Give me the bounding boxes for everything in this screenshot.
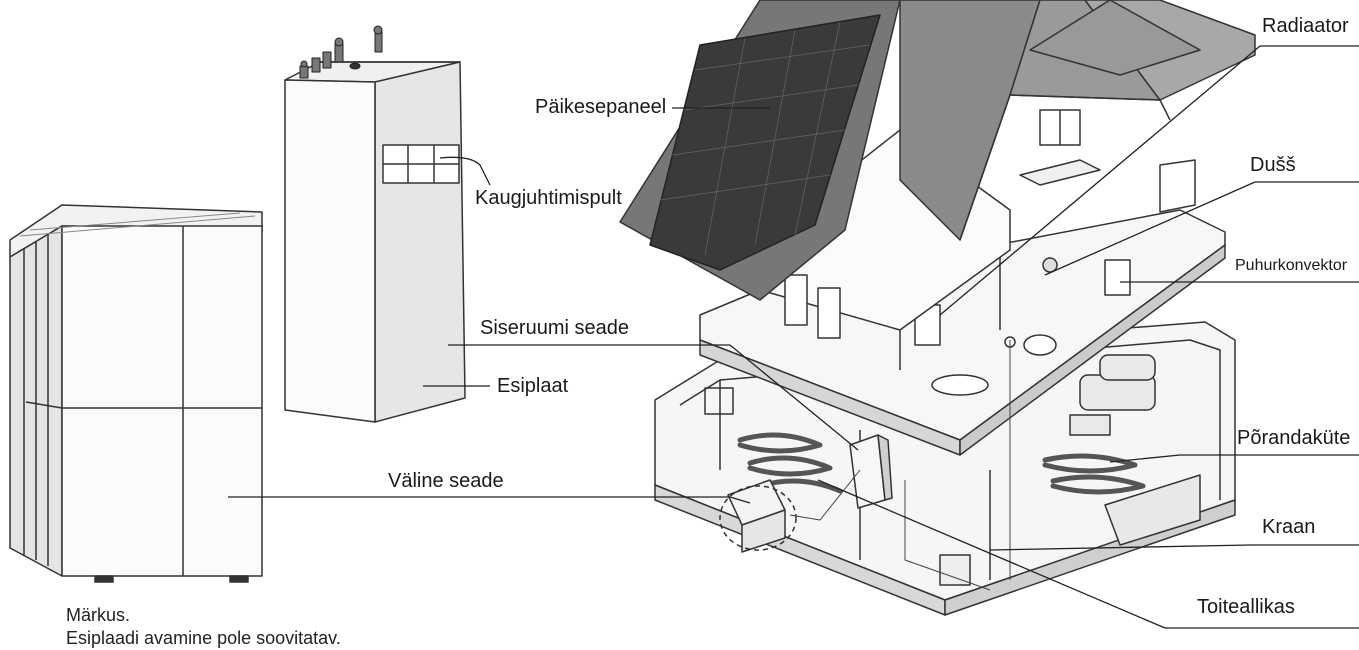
outdoor-unit-illustration: [9, 204, 263, 583]
front-panel-label: Esiplaat: [497, 375, 569, 397]
tap-label: Kraan: [1262, 516, 1316, 538]
fan-coil-label: Puhurkonvektor: [1235, 257, 1348, 274]
outdoor-unit-label: Väline seade: [388, 470, 504, 492]
power-supply-label: Toiteallikas: [1197, 596, 1295, 618]
radiator-label: Radiaator: [1262, 15, 1349, 37]
remote-controller-label: Kaugjuhtimispult: [475, 187, 622, 209]
floor-heating-label: Põrandaküte: [1237, 427, 1351, 449]
leader-lines: [228, 45, 1359, 629]
shower-label: Dušš: [1250, 154, 1296, 176]
indoor-unit-illustration: [284, 25, 466, 423]
solar-panel-label: Päikesepaneel: [535, 96, 667, 118]
indoor-unit-label: Siseruumi seade: [480, 317, 629, 339]
note-text: Esiplaadi avamine pole soovitatav.: [66, 628, 341, 648]
house-illustration: [619, 0, 1256, 616]
note-title: Märkus.: [66, 605, 131, 625]
